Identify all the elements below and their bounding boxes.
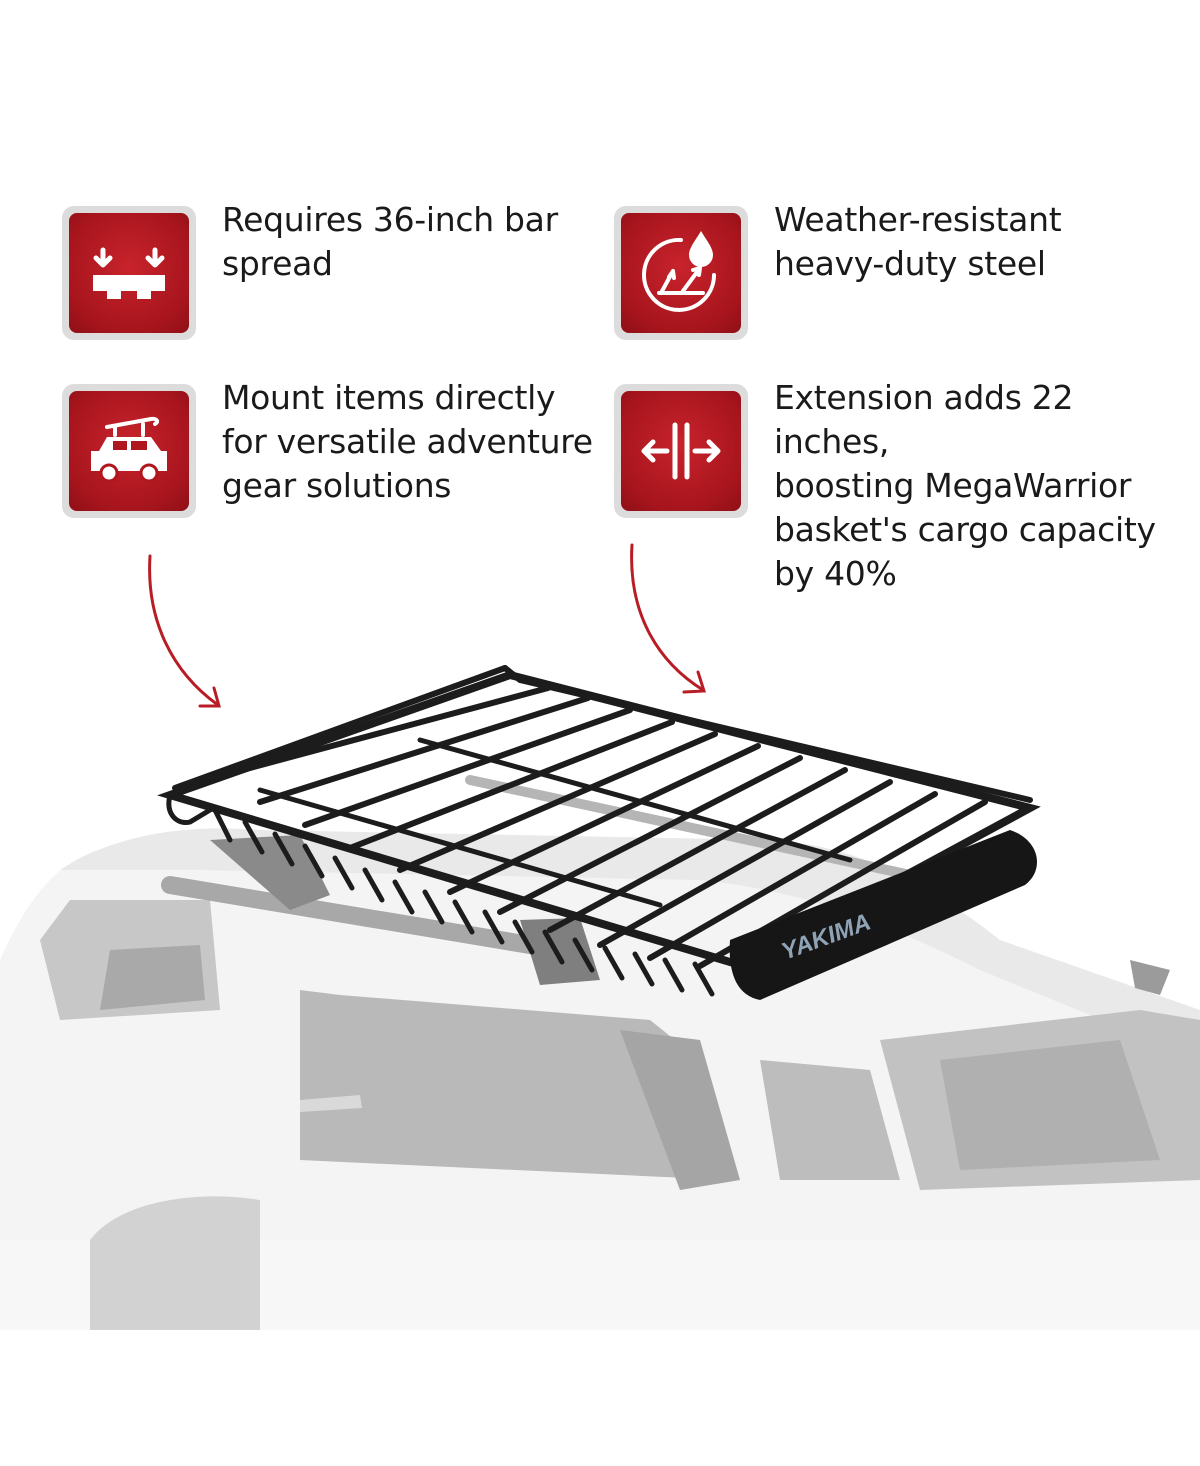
feature-text-line: Extension adds 22 inches, xyxy=(774,378,1074,461)
feature-tile xyxy=(62,384,196,518)
product-scene: YAKIMA xyxy=(0,665,1200,1340)
feature-text: Mount items directly for versatile adven… xyxy=(222,376,612,508)
feature-text-line: basket's cargo capacity xyxy=(774,510,1156,549)
feature-text-line: Weather-resistant xyxy=(774,200,1062,239)
feature-tile xyxy=(614,206,748,340)
feature-text-line: Mount items directly xyxy=(222,378,556,417)
feature-text-line: spread xyxy=(222,244,333,283)
weather-resistant-icon xyxy=(642,231,716,312)
callout-arrow-right-head xyxy=(682,670,707,694)
feature-text: Requires 36-inch bar spread xyxy=(222,198,582,286)
feature-tile xyxy=(62,206,196,340)
crossbar-spread-icon xyxy=(93,247,165,299)
feature-text: Extension adds 22 inches, boosting MegaW… xyxy=(774,376,1194,596)
callout-arrow-right xyxy=(630,543,705,692)
feature-text-line: Requires 36-inch bar xyxy=(222,200,558,239)
feature-text-line: for versatile adventure xyxy=(222,422,593,461)
car-roof-gear-icon xyxy=(91,416,167,483)
extension-arrows-icon xyxy=(641,422,721,480)
cargo-basket xyxy=(157,665,1041,997)
callout-arrow-left xyxy=(148,554,220,707)
feature-text-line: boosting MegaWarrior xyxy=(774,466,1132,505)
feature-text: Weather-resistant heavy-duty steel xyxy=(774,198,1194,286)
feature-text-line: by 40% xyxy=(774,554,897,593)
feature-text-line: gear solutions xyxy=(222,466,452,505)
callout-arrow-left-head xyxy=(198,686,221,708)
callout-arrows xyxy=(148,543,707,708)
feature-tile xyxy=(614,384,748,518)
basket-fairing xyxy=(729,830,1037,1000)
feature-text-line: heavy-duty steel xyxy=(774,244,1046,283)
